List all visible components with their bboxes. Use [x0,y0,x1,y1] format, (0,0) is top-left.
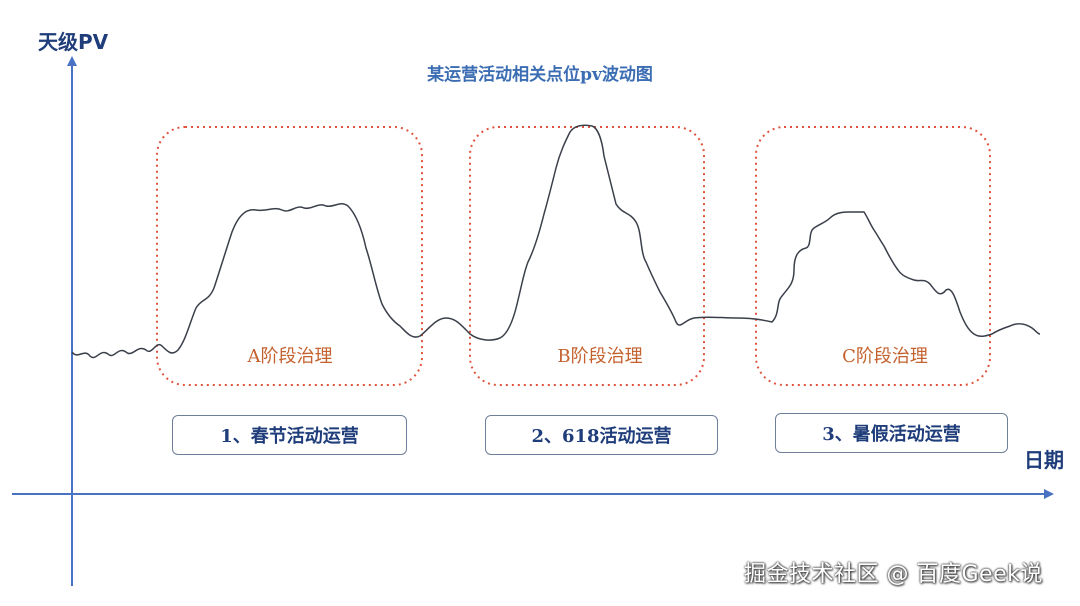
phase-c-label: C阶段治理 [842,346,928,367]
campaign-box-618: 2、618活动运营 [485,415,718,455]
phase-a-region [156,126,423,386]
phase-a-label: A阶段治理 [247,346,333,367]
campaign-box-spring-festival: 1、春节活动运营 [172,415,407,455]
campaign-label: 2、618活动运营 [531,426,672,447]
diagram-title: 某运营活动相关点位pv波动图 [427,65,653,85]
campaign-label: 1、春节活动运营 [220,426,359,447]
campaign-box-summer: 3、暑假活动运营 [775,413,1008,453]
pv-curve [71,124,1041,359]
phase-b-label: B阶段治理 [557,346,643,367]
y-axis-label: 天级PV [38,30,109,54]
campaign-label: 3、暑假活动运营 [822,424,961,445]
x-axis-label: 日期 [1024,448,1064,472]
watermark: 掘金技术社区 @ 百度Geek说 [744,562,1043,587]
